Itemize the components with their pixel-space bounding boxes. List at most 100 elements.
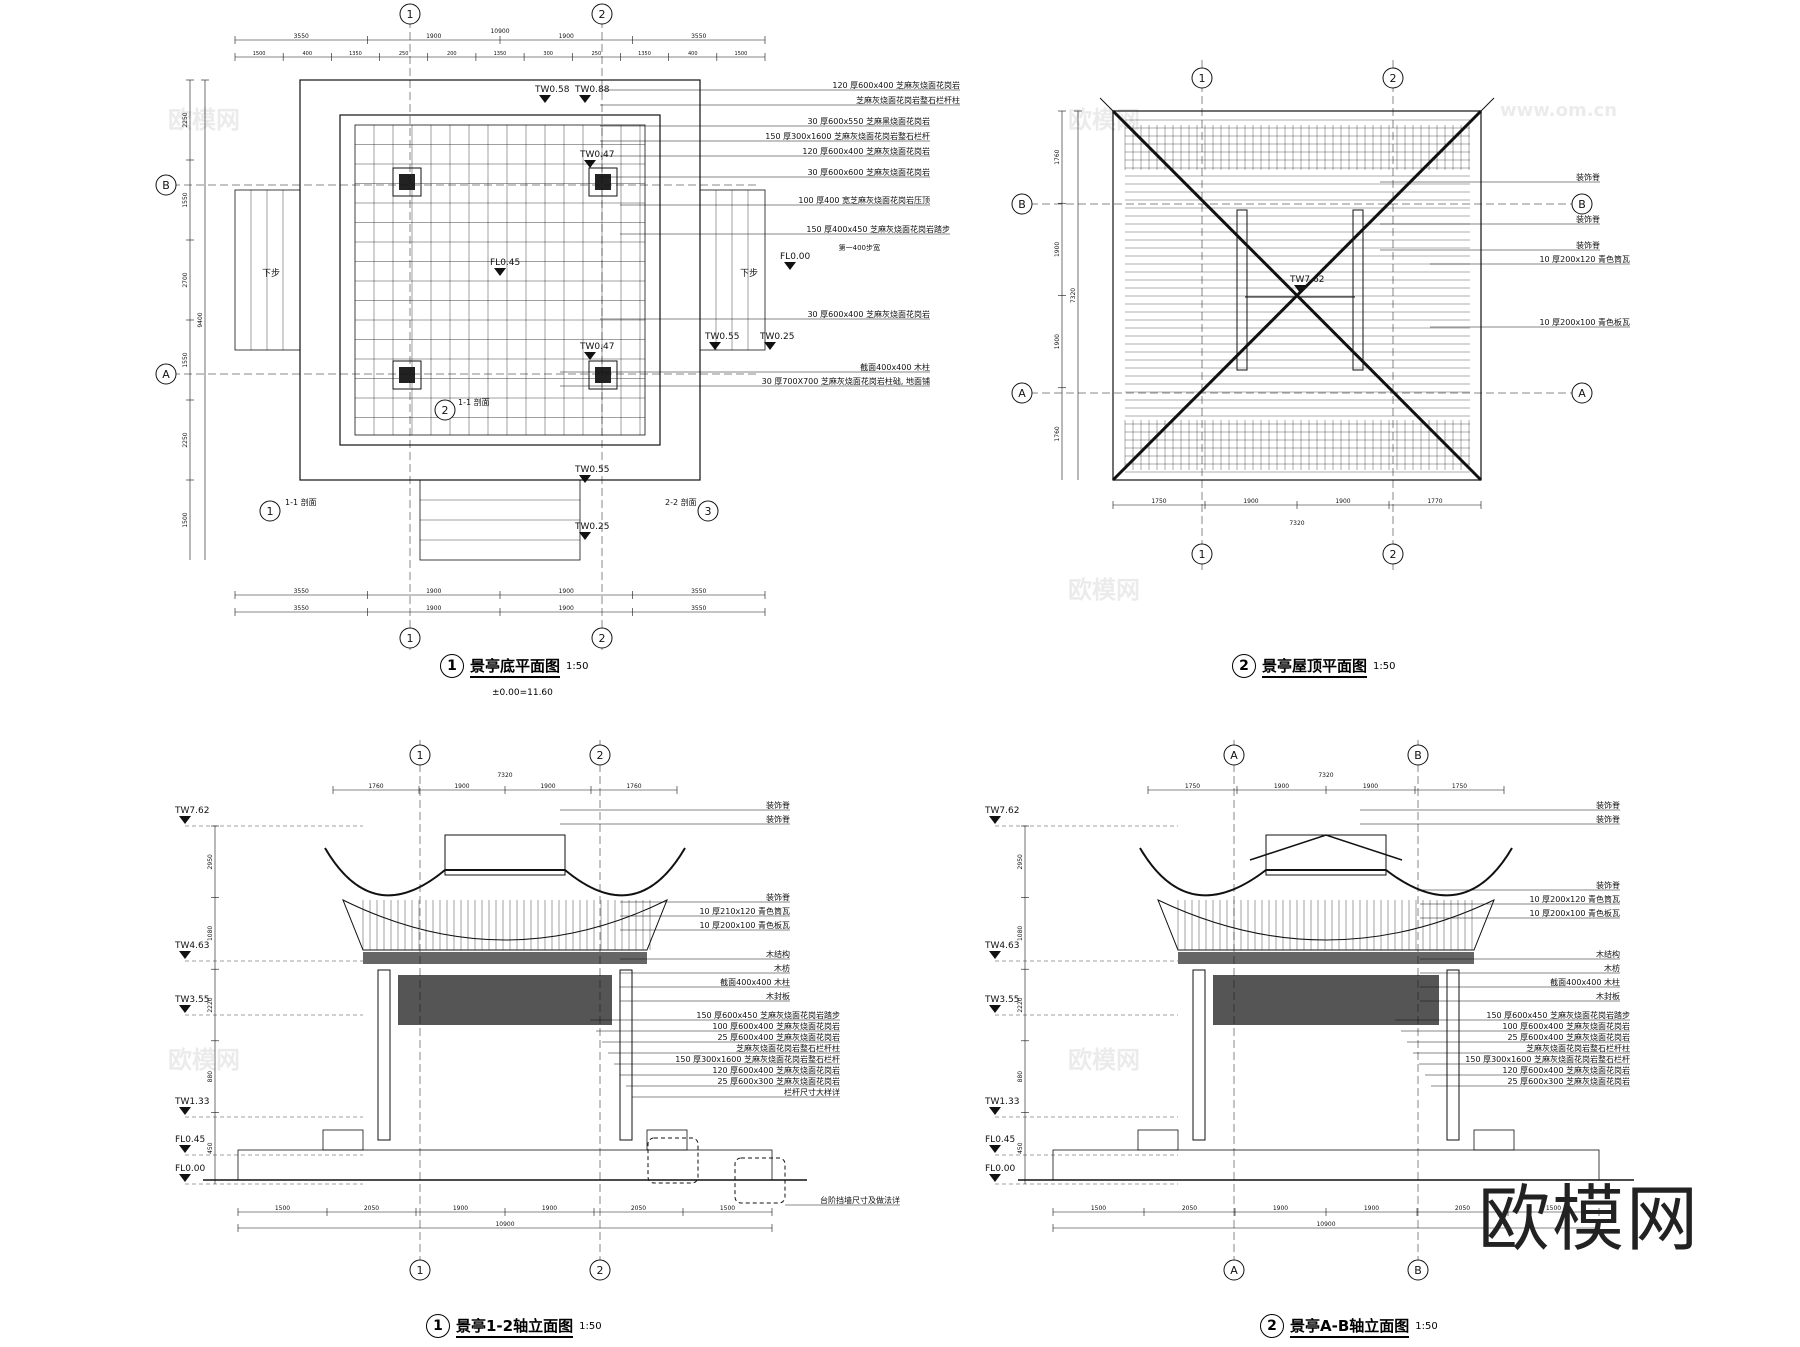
section-label: 2-2 剖面 [665, 497, 697, 507]
column-base [595, 367, 611, 383]
callout-label: 10 厚200x120 青色筒瓦 [1539, 254, 1630, 264]
drawing-line [1099, 97, 1131, 129]
axis-label: 1 [267, 505, 274, 518]
callout-label: 木枋 [1604, 963, 1620, 973]
level-marker-icon [179, 1174, 191, 1182]
dimension-label: 200 [447, 51, 457, 57]
roof-curve [324, 847, 686, 897]
callout-label: 10 厚200x100 青色板瓦 [1529, 908, 1620, 918]
drawing-rect [588, 167, 618, 197]
drawing-rect [339, 114, 661, 446]
axis-label: A [1578, 387, 1586, 400]
axis-bubble [399, 627, 421, 649]
level-label: TW0.55 [704, 332, 739, 342]
axis-bubble [1571, 193, 1593, 215]
callout-label: 120 厚600x400 芝麻灰烧面花岗岩 [832, 80, 960, 90]
dimension-label: 250 [399, 51, 409, 57]
column-base [399, 367, 415, 383]
roof-eave [342, 898, 668, 951]
dimension-label: 400 [688, 51, 698, 57]
axis-bubble [589, 744, 611, 766]
level-label: FL0.45 [490, 258, 520, 268]
dimension-label: 10900 [490, 28, 509, 35]
callout-label: 芝麻灰烧面花岗岩整石栏杆柱 [856, 95, 960, 105]
drawing-rect [646, 1129, 688, 1151]
panel-number: 1 [440, 654, 464, 678]
watermark-logo: 欧模网 [1068, 106, 1140, 134]
callout-label: 150 厚300x1600 芝麻灰烧面花岗岩整石栏杆 [765, 131, 930, 141]
dimension-label: 1350 [638, 51, 651, 57]
dimension-label: 3550 [691, 33, 706, 40]
level-marker-icon [579, 95, 591, 103]
callout-label: 台阶挡墙尺寸及做法详 [820, 1195, 900, 1205]
callout-label: 装饰脊 [766, 892, 790, 902]
dimension-label: 1900 [1364, 1205, 1379, 1212]
level-marker-icon [989, 1145, 1001, 1153]
level-marker-icon [179, 816, 191, 824]
axis-label: 1 [407, 632, 414, 645]
watermark-logo: 欧模网 [168, 1046, 240, 1074]
callout-label: 120 厚600x400 芝麻灰烧面花岗岩 [1502, 1065, 1630, 1075]
axis-label: 2 [597, 749, 604, 762]
callout-label: 30 厚700X700 芝麻灰烧面花岗岩柱础, 地面铺 [762, 376, 930, 386]
callout-label: 10 厚200x100 青色板瓦 [699, 920, 790, 930]
ridge-gable [1249, 834, 1403, 861]
dimension-label: 2050 [631, 1205, 646, 1212]
callout-label: 25 厚600x400 芝麻灰烧面花岗岩 [1507, 1032, 1630, 1042]
dimension-label: 1900 [540, 783, 555, 790]
drawing-rect [444, 834, 566, 876]
panel-scale: 1:50 [1373, 660, 1396, 672]
dimension-label: 1760 [1054, 149, 1061, 164]
drawing-rect [619, 969, 633, 1141]
level-label: TW4.63 [984, 941, 1019, 951]
dimension-label: 1770 [1427, 498, 1442, 505]
dimension-label: 1900 [559, 588, 574, 595]
drawing-rect [1352, 209, 1364, 371]
axis-bubble [1382, 543, 1404, 565]
step-down-label: 下步 [262, 268, 280, 279]
dimension-label: 7320 [1070, 288, 1077, 303]
level-label: TW0.58 [534, 85, 570, 95]
callout-label: 木结构 [766, 949, 790, 959]
dimension-label: 1900 [453, 1205, 468, 1212]
level-label: FL0.00 [985, 1164, 1016, 1174]
dimension-label: 2050 [1182, 1205, 1197, 1212]
dimension-label: 1500 [275, 1205, 290, 1212]
watermark-logo: 欧模网 [1068, 1046, 1140, 1074]
dimension-label: 1900 [559, 33, 574, 40]
callout-label: 100 厚600x400 芝麻灰烧面花岗岩 [712, 1021, 840, 1031]
section-label: 1-1 剖面 [285, 497, 317, 507]
dimension-label: 7320 [1289, 520, 1304, 527]
dimension-label: 1900 [1243, 498, 1258, 505]
dimension-label: 1760 [626, 783, 641, 790]
callout-label: 装饰脊 [1576, 172, 1600, 182]
dimension-label: 2700 [182, 272, 189, 287]
level-label: TW1.33 [984, 1097, 1019, 1107]
axis-label: B [1018, 198, 1026, 211]
level-label: TW3.55 [984, 995, 1019, 1005]
panel-number: 2 [1232, 654, 1256, 678]
dimension-label: 3550 [294, 33, 309, 40]
dimension-label: 7320 [497, 772, 512, 779]
watermark-logo: 欧模网 [1068, 576, 1140, 604]
dimension-label: 1350 [349, 51, 362, 57]
drawing-rect [699, 189, 766, 351]
level-label: TW3.55 [174, 995, 209, 1005]
dimension-label: 2050 [364, 1205, 379, 1212]
axis-bubble [1223, 744, 1245, 766]
dimension-label: 1500 [720, 1205, 735, 1212]
axis-label: 3 [705, 505, 712, 518]
axis-bubble [1407, 1259, 1429, 1281]
axis-bubble [591, 3, 613, 25]
watermark-url: www.om.cn [1500, 100, 1618, 121]
callout-label: 120 厚600x400 芝麻灰烧面花岗岩 [802, 146, 930, 156]
level-marker-icon [764, 342, 776, 350]
dimension-label: 300 [543, 51, 553, 57]
axis-bubble [591, 627, 613, 649]
step-down-label: 下步 [740, 268, 758, 279]
callout-label: 150 厚600x450 芝麻灰烧面花岗岩踏步 [696, 1010, 840, 1020]
callout-label: 第一400步宽 [839, 243, 880, 252]
